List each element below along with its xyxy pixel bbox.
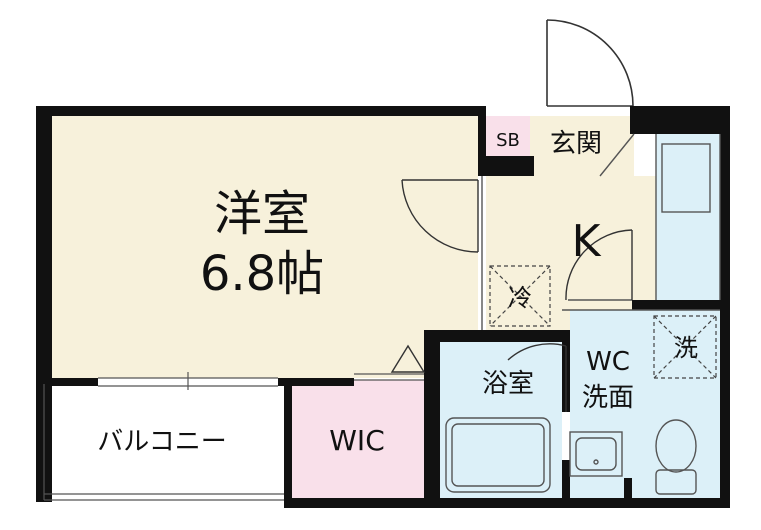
western-room-size-label: 6.8帖 bbox=[200, 246, 324, 302]
western-room-door bbox=[401, 179, 479, 253]
entrance-label: 玄関 bbox=[550, 129, 602, 159]
balcony-window bbox=[98, 372, 278, 390]
kitchen-floor bbox=[486, 176, 656, 330]
washer-space bbox=[653, 315, 717, 379]
fridge-label: 冷 bbox=[508, 284, 532, 312]
wic-label: WIC bbox=[329, 424, 385, 457]
washroom-label: 洗面 bbox=[582, 383, 634, 413]
bath-door bbox=[507, 343, 567, 412]
shoe-box-label: SB bbox=[496, 130, 520, 151]
balcony-label: バルコニー bbox=[97, 427, 226, 457]
partitions bbox=[481, 133, 721, 330]
washroom-door bbox=[565, 229, 633, 301]
bath-floor bbox=[440, 342, 562, 498]
balcony-railing bbox=[43, 384, 284, 501]
washroom-floor bbox=[570, 310, 720, 498]
wic-floor bbox=[290, 380, 424, 498]
bathtub bbox=[445, 417, 551, 493]
fridge-space bbox=[489, 265, 551, 327]
air-conditioner-icon bbox=[390, 344, 426, 373]
shoe-box bbox=[486, 116, 530, 156]
wic-window bbox=[354, 373, 424, 381]
kitchen-label: K bbox=[572, 216, 602, 267]
balcony-floor bbox=[44, 384, 278, 498]
toilet bbox=[655, 419, 697, 495]
entrance-door bbox=[546, 19, 634, 107]
kitchen-sink bbox=[661, 143, 711, 213]
wc-label: WC bbox=[586, 347, 630, 377]
wash-basin bbox=[569, 431, 623, 477]
western-room-floor bbox=[52, 116, 478, 378]
washer-label: 洗 bbox=[674, 334, 698, 362]
western-room-label: 洋室 bbox=[214, 186, 310, 242]
bath-label: 浴室 bbox=[482, 369, 534, 399]
